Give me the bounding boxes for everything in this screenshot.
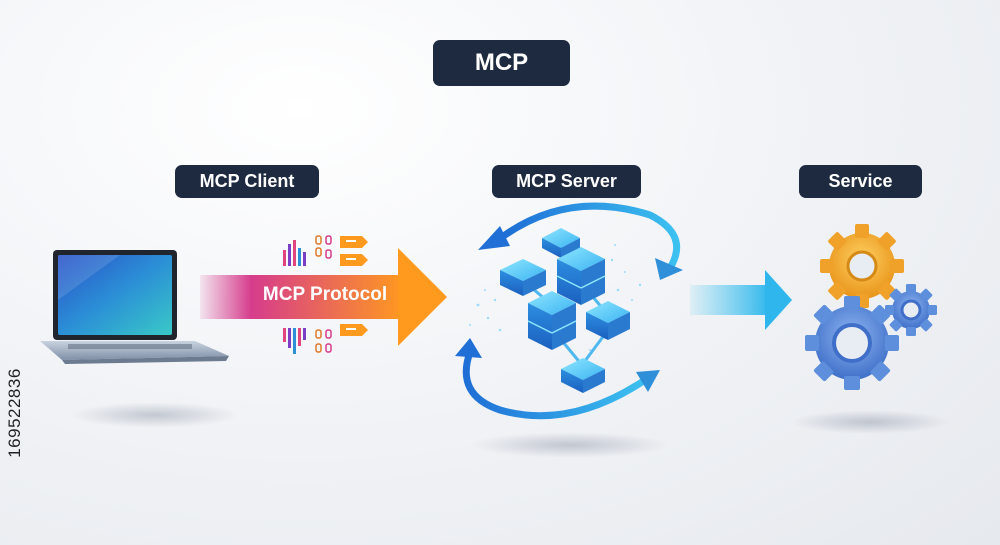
stock-id-watermark: 169522836 xyxy=(5,368,24,458)
sync-arrows-icon xyxy=(455,202,683,420)
server-cubes-icon xyxy=(500,228,630,393)
server-shadow xyxy=(470,432,670,458)
diagram-title: MCP xyxy=(433,40,570,86)
protocol-label: MCP Protocol xyxy=(262,284,388,305)
data-bars-icon xyxy=(283,235,368,266)
service-label: Service xyxy=(799,165,922,198)
service-shadow xyxy=(790,410,950,434)
laptop-icon xyxy=(40,250,229,364)
data-bars-icon xyxy=(283,324,368,354)
client-shadow xyxy=(70,402,240,428)
mcp-client-label: MCP Client xyxy=(175,165,319,198)
service-arrow xyxy=(690,270,792,330)
protocol-arrow xyxy=(200,248,447,346)
mcp-server-label: MCP Server xyxy=(492,165,641,198)
gears-icon xyxy=(805,224,937,390)
